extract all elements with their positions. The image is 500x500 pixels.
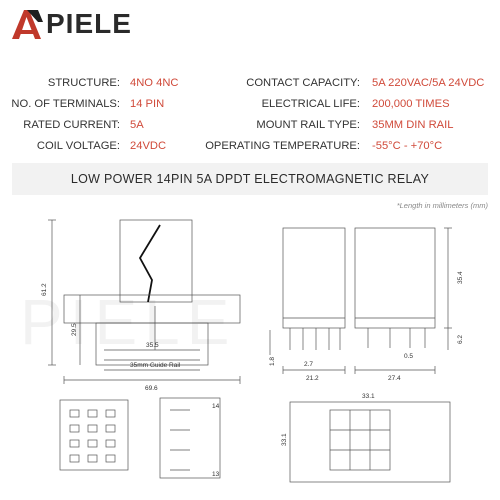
- dim-label: 33.1: [281, 433, 288, 446]
- dim-label: 69.6: [145, 385, 158, 392]
- spec-value: 35MM DIN RAIL: [372, 119, 454, 131]
- logo-a-mark-icon: [12, 10, 43, 39]
- unit-note: *Length in millimeters (mm): [396, 201, 488, 210]
- spec-value: 200,000 TIMES: [372, 98, 450, 110]
- pin-label: 14: [212, 403, 220, 410]
- front-view-drawing: [269, 227, 346, 374]
- spec-label: NO. OF TERMINALS:: [11, 98, 120, 110]
- spec-row: COIL VOLTAGE: 24VDC OPERATING TEMPERATUR…: [0, 137, 500, 155]
- spec-value: -55°C - +70°C: [372, 140, 443, 152]
- rail-label: 35mm Guide Rail: [130, 362, 181, 369]
- technical-drawings: 61.2 29.5 69.6 35mm Guide Rail 35.5 35.4…: [0, 210, 500, 500]
- spec-value: 14 PIN: [130, 98, 165, 110]
- right-view-drawing: [354, 227, 452, 374]
- spec-value: 5A 220VAC/5A 24VDC: [372, 77, 485, 89]
- spec-label: COIL VOLTAGE:: [36, 140, 120, 152]
- dim-label: 27.4: [388, 375, 401, 382]
- dim-label: 21.2: [306, 375, 319, 382]
- spec-row: RATED CURRENT: 5A MOUNT RAIL TYPE: 35MM …: [0, 116, 500, 134]
- product-title-banner: LOW POWER 14PIN 5A DPDT ELECTROMAGNETIC …: [12, 163, 488, 195]
- pin-label: 13: [212, 471, 220, 478]
- spec-label: ELECTRICAL LIFE:: [261, 98, 360, 110]
- dim-label: 1.8: [269, 357, 276, 366]
- schematic-drawing: [159, 397, 221, 479]
- dim-label: 6.2: [457, 335, 464, 344]
- dimension-drawing: 61.2 29.5 69.6 35mm Guide Rail 35.5 35.4…: [41, 219, 464, 483]
- pin-layout-drawing: [59, 399, 129, 471]
- spec-value: 5A: [130, 119, 144, 131]
- dim-label: 2.7: [304, 361, 313, 368]
- dim-label: 0.5: [404, 353, 413, 360]
- spec-value: 24VDC: [130, 140, 167, 152]
- spec-value: 4NO 4NC: [130, 77, 179, 89]
- spec-label: CONTACT CAPACITY:: [246, 77, 360, 89]
- dim-label: 35.5: [146, 342, 159, 349]
- dim-label: 61.2: [41, 283, 48, 296]
- dim-label: 35.4: [457, 271, 464, 284]
- spec-row: NO. OF TERMINALS: 14 PIN ELECTRICAL LIFE…: [0, 95, 500, 113]
- side-view-drawing: [48, 219, 241, 384]
- dim-label: 33.1: [362, 393, 375, 400]
- spec-label: STRUCTURE:: [47, 77, 120, 89]
- brand-logo: PIELE: [10, 8, 132, 40]
- spec-label: OPERATING TEMPERATURE:: [205, 140, 360, 152]
- spec-label: RATED CURRENT:: [23, 119, 120, 131]
- socket-top-view-drawing: [289, 401, 451, 483]
- dim-label: 29.5: [71, 323, 78, 336]
- spec-row: STRUCTURE: 4NO 4NC CONTACT CAPACITY: 5A …: [0, 74, 500, 92]
- spec-label: MOUNT RAIL TYPE:: [256, 119, 360, 131]
- brand-name: PIELE: [46, 8, 132, 39]
